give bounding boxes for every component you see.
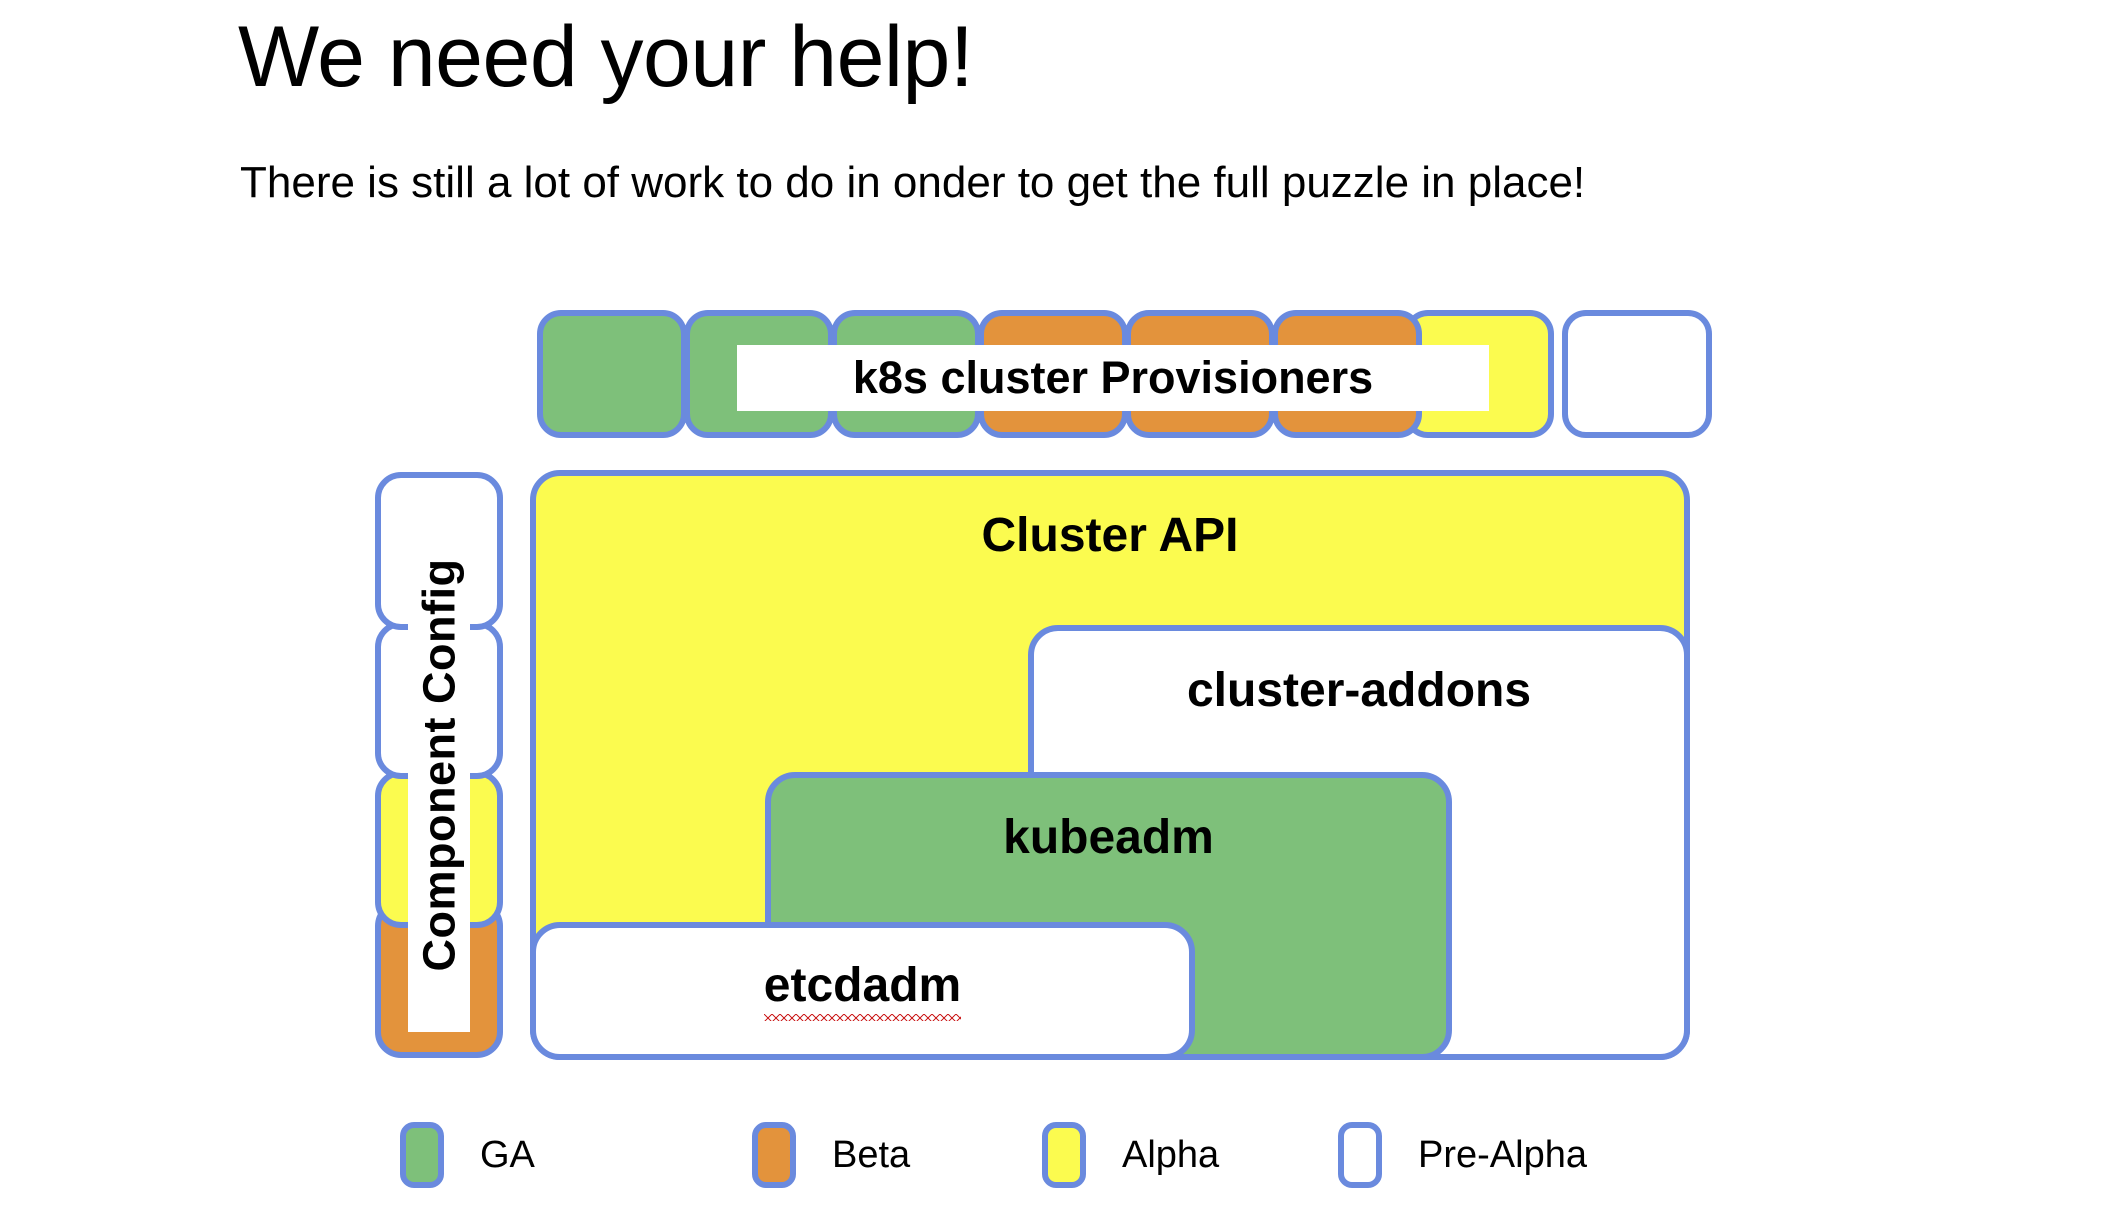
page-subtitle: There is still a lot of work to do in on… [240,158,1586,207]
provisioner-box-1[interactable] [537,310,687,438]
page-title: We need your help! [238,9,974,105]
legend-swatch-icon [400,1122,444,1188]
legend-item-alpha: Alpha [1042,1122,1219,1188]
legend-item-ga: GA [400,1122,535,1188]
legend-swatch-icon [1338,1122,1382,1188]
etcdadm-label-text: etcdadm [763,958,962,1021]
kubeadm-label: kubeadm [1003,811,1214,864]
component-config-label: Component Config [408,498,470,1032]
provisioners-label: k8s cluster Provisioners [737,345,1489,411]
legend-swatch-icon [752,1122,796,1188]
etcdadm-label: etcdadm [536,958,1189,1021]
cluster-api-label: Cluster API [981,509,1239,562]
cluster-addons-label: cluster-addons [1186,664,1532,717]
legend-swatch-icon [1042,1122,1086,1188]
legend-label: GA [480,1133,535,1176]
etcdadm-box[interactable]: etcdadm [530,922,1195,1060]
legend-label: Beta [832,1133,911,1176]
component-config-label-text: Component Config [413,558,465,972]
provisioner-box-8[interactable] [1562,310,1712,438]
legend-item-pre-alpha: Pre-Alpha [1338,1122,1587,1188]
legend-item-beta: Beta [752,1122,910,1188]
legend-label: Pre-Alpha [1418,1133,1587,1176]
legend-label: Alpha [1122,1133,1220,1176]
